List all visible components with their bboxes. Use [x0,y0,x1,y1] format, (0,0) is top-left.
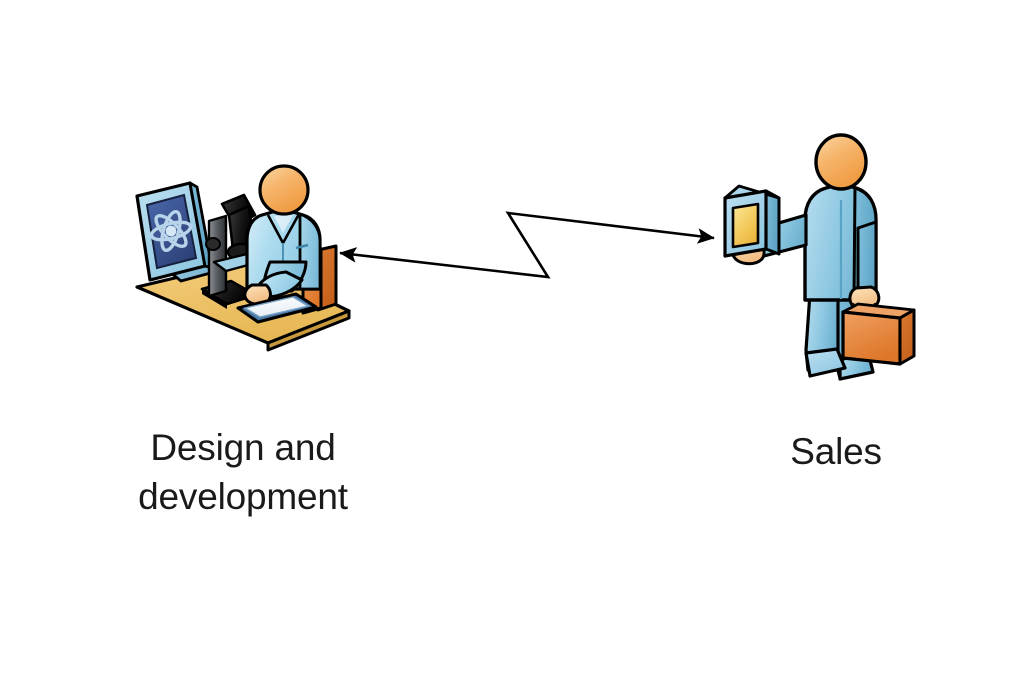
node-label-sales: Sales [790,431,882,472]
display-panel-icon [723,184,781,258]
connector-sales-to-design [339,211,715,279]
node-label-design-and-development: Design and development [138,427,348,517]
monitor-atom-icon [135,181,220,283]
node-icon-design-and-development [135,164,351,352]
atom-glyph-icon [149,209,193,253]
node-icon-sales [723,133,916,381]
desk-document-icon [236,292,318,324]
scientist-figure-icon [243,164,322,306]
briefcase-icon [841,302,916,366]
